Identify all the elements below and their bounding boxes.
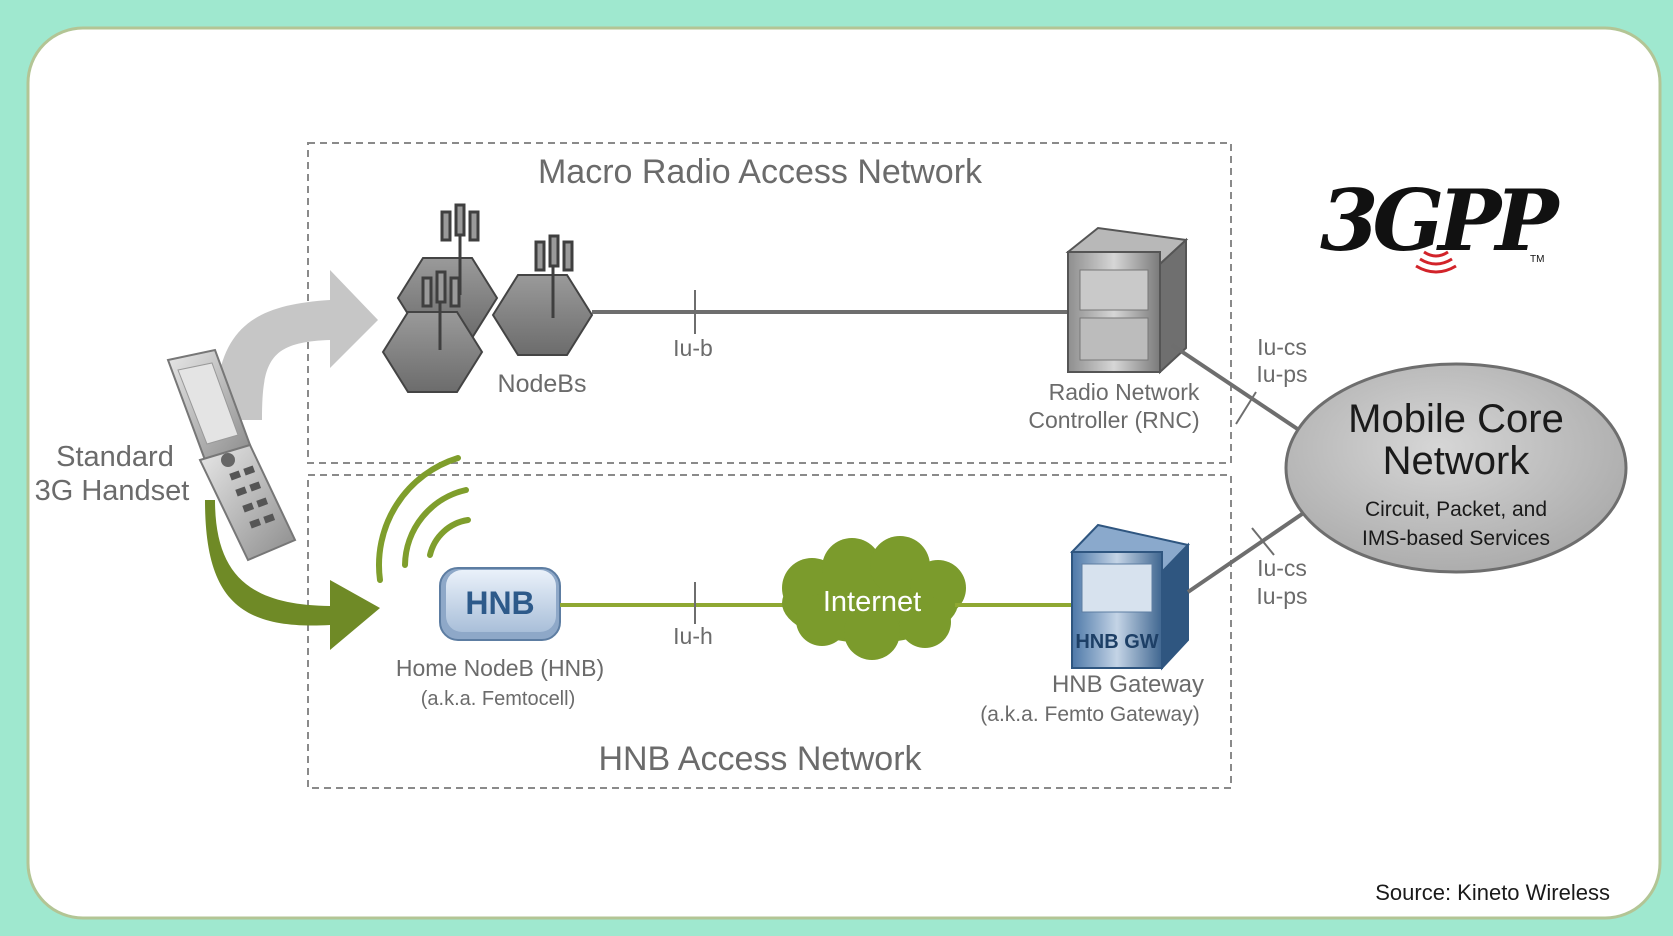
- 3gpp-tm: TM: [1530, 254, 1544, 265]
- handset-label-line1: Standard: [56, 441, 174, 473]
- hnb-gateway-icon: HNB GW: [1070, 523, 1190, 671]
- diagram-frame: [26, 26, 1662, 920]
- core-subtitle-line1: Circuit, Packet, and: [1365, 498, 1547, 521]
- gw-core-tick: [1251, 527, 1275, 556]
- nodeb-icon: [381, 203, 594, 393]
- core-title-line1: Mobile Core: [1348, 397, 1564, 441]
- 3gpp-logo: 3GPP TM: [1320, 171, 1567, 274]
- internet-cloud-icon: [782, 536, 966, 660]
- core-title-line2: Network: [1383, 439, 1531, 483]
- top-iups-label: Iu-ps: [1256, 361, 1307, 387]
- hnb-network-title: HNB Access Network: [598, 740, 922, 778]
- macro-network-region: [307, 142, 1232, 464]
- rnc-label-line2: Controller (RNC): [1028, 407, 1199, 433]
- bottom-iucs-label: Iu-cs: [1257, 555, 1307, 581]
- hnb-box-text: HNB: [465, 585, 534, 621]
- rnc-label-line1: Radio Network: [1049, 379, 1200, 405]
- core-subtitle-line2: IMS-based Services: [1362, 527, 1550, 550]
- green-arrow: [205, 500, 380, 650]
- hnb-gw-box-text: HNB GW: [1075, 631, 1158, 653]
- gray-arrow: [215, 270, 378, 420]
- hnb-icon: HNB: [439, 567, 561, 641]
- iuh-label: Iu-h: [673, 623, 713, 649]
- radio-waves-icon: [376, 455, 471, 583]
- bottom-iups-label: Iu-ps: [1256, 583, 1307, 609]
- gw-core-link: [1186, 510, 1307, 594]
- gateway-label-line2: (a.k.a. Femto Gateway): [980, 703, 1199, 726]
- gateway-label-line1: HNB Gateway: [1052, 671, 1204, 698]
- source-label: Source: Kineto Wireless: [1375, 880, 1610, 905]
- handset-label-line2: 3G Handset: [35, 475, 190, 507]
- macro-network-title: Macro Radio Access Network: [538, 153, 983, 191]
- handset-icon: [166, 348, 297, 562]
- rnc-core-tick: [1235, 391, 1257, 425]
- mobile-core-network: [1284, 362, 1628, 574]
- nodebs-label: NodeBs: [498, 370, 587, 398]
- internet-label: Internet: [823, 586, 921, 618]
- top-iucs-label: Iu-cs: [1257, 334, 1307, 360]
- rnc-core-link: [1170, 343, 1304, 434]
- rnc-icon: [1065, 226, 1189, 375]
- hnb-label-line1: Home NodeB (HNB): [396, 655, 604, 681]
- hnb-label-line2: (a.k.a. Femtocell): [421, 688, 575, 710]
- hnb-network-region: [307, 474, 1232, 789]
- iub-label: Iu-b: [673, 335, 713, 361]
